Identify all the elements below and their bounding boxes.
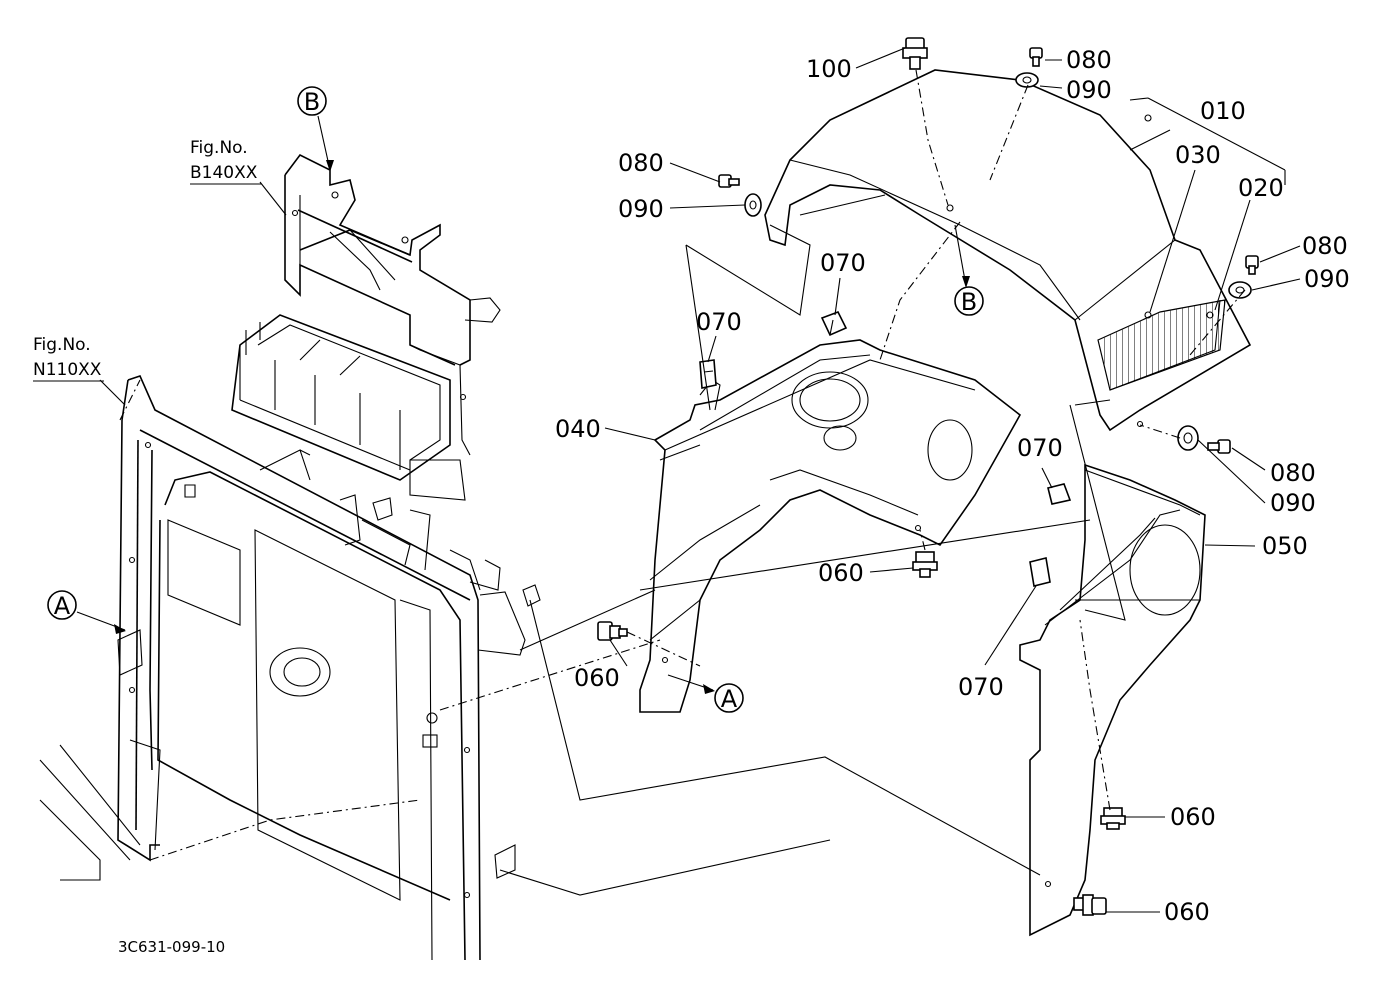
screw-080d-icon: [1207, 439, 1231, 454]
clip-070a-icon: [820, 310, 848, 337]
washer-090c-icon: [1228, 281, 1252, 299]
screw-080c-icon: [1245, 255, 1259, 275]
callout-080-lower: 080: [1270, 459, 1316, 487]
fig-ref-b140: Fig.No. B140XX: [190, 138, 262, 185]
callout-060-center: 060: [818, 559, 864, 587]
callout-050: 050: [1262, 532, 1308, 560]
washer-090a-icon: [1015, 72, 1039, 88]
callout-090-lower: 090: [1270, 489, 1316, 517]
clip-070b-icon: [699, 359, 717, 389]
svg-text:A: A: [721, 685, 738, 713]
callout-100: 100: [806, 55, 852, 83]
bracket-assembly: [284, 153, 501, 456]
bolt-060c-icon: [1100, 807, 1126, 830]
washer-090b-icon: [744, 193, 762, 217]
bolt-060d-icon: [1073, 894, 1107, 916]
marker-b-top: B: [297, 86, 334, 172]
clip-070d-icon: [1029, 557, 1051, 587]
screw-080a-icon: [1029, 47, 1043, 67]
svg-text:Fig.No.: Fig.No.: [190, 138, 248, 158]
callout-090-top: 090: [1066, 76, 1112, 104]
side-cover-050: [1019, 463, 1206, 937]
callout-070-upper: 070: [820, 249, 866, 277]
cab-frame: [39, 375, 526, 961]
panel-cover-040: [639, 339, 1022, 713]
callout-070-lower: 070: [958, 673, 1004, 701]
marker-b-hood: B: [954, 224, 984, 316]
svg-text:B: B: [961, 288, 977, 316]
svg-text:B: B: [304, 88, 320, 116]
svg-text:N110XX: N110XX: [33, 360, 102, 380]
svg-text:A: A: [54, 592, 71, 620]
clip-070c-icon: [1047, 483, 1072, 505]
vent-duct: [231, 314, 541, 607]
callout-020: 020: [1238, 174, 1284, 202]
callout-060-left: 060: [574, 664, 620, 692]
callout-080-left: 080: [618, 149, 664, 177]
callout-060-right-upper: 060: [1170, 803, 1216, 831]
fig-ref-n110: Fig.No. N110XX: [33, 335, 104, 382]
callout-labels: 100 080 090 010 030 020 080 090 070 070 …: [555, 46, 1350, 926]
screw-080b-icon: [718, 174, 740, 188]
marker-a-left: A: [47, 590, 126, 634]
callout-070-right: 070: [1017, 434, 1063, 462]
callout-leaders: [99, 47, 1301, 913]
assembly-lines: [119, 69, 1286, 896]
callout-010: 010: [1200, 97, 1246, 125]
callout-080-top: 080: [1066, 46, 1112, 74]
svg-text:B140XX: B140XX: [190, 163, 258, 183]
fasteners: [597, 37, 1259, 916]
callout-090-right: 090: [1304, 265, 1350, 293]
washer-090d-icon: [1177, 425, 1199, 451]
callout-040: 040: [555, 415, 601, 443]
callout-060-right-lower: 060: [1164, 898, 1210, 926]
bolt-100-icon: [902, 37, 928, 70]
callout-070-left: 070: [696, 308, 742, 336]
hood-010: [764, 69, 1252, 432]
svg-text:Fig.No.: Fig.No.: [33, 335, 91, 355]
bolt-060b-icon: [597, 621, 628, 641]
drawing-code: 3C631-099-10: [118, 938, 225, 956]
callout-030: 030: [1175, 141, 1221, 169]
callout-080-right: 080: [1302, 232, 1348, 260]
bolt-060a-icon: [912, 551, 938, 578]
callout-090-left: 090: [618, 195, 664, 223]
marker-a-center: A: [667, 674, 744, 713]
